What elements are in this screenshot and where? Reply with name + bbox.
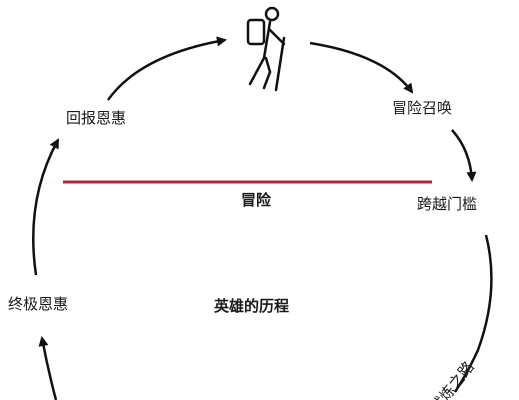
arrow-to-threshold [451,129,477,182]
arrow-to-call [309,41,414,94]
arrow-to-ultimate-boon [38,336,58,400]
stage-return-grace: 回报恩惠 [66,109,127,127]
center-title: 英雄的历程 [214,297,290,315]
arrow-to-return [32,138,60,276]
hiker-icon [246,6,286,92]
divider-label: 冒险 [241,191,272,209]
arc-right-lower [453,234,493,393]
stage-ultimate-boon: 终极恩惠 [8,295,69,313]
stage-crossing-threshold: 跨越门槛 [417,195,478,213]
arrow-to-hiker [106,36,227,101]
stage-call-to-adventure: 冒险召唤 [392,99,453,117]
